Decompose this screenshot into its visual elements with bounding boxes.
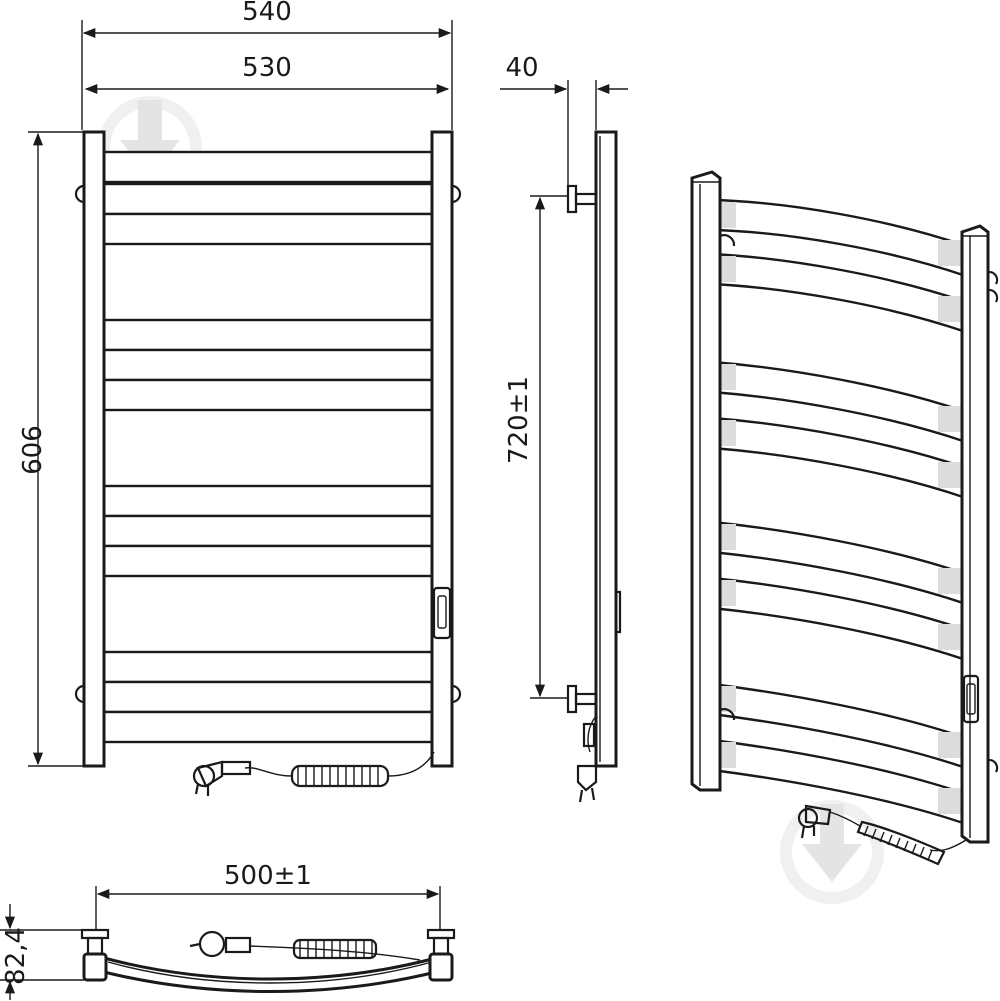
front-right-post bbox=[430, 130, 454, 768]
top-view-right-mount bbox=[426, 928, 456, 982]
dim-label-530: 530 bbox=[242, 53, 292, 83]
watermark-bottom-right bbox=[780, 800, 884, 904]
perspective-left-post bbox=[690, 170, 722, 792]
side-post bbox=[594, 130, 618, 768]
side-mount-bracket-top bbox=[566, 184, 598, 214]
front-crossbars bbox=[102, 150, 434, 744]
top-view-curved-body bbox=[102, 956, 438, 993]
dim-label-909: 909 bbox=[15, 425, 45, 475]
dim-label-540: 540 bbox=[242, 0, 292, 27]
top-view-left-mount bbox=[80, 928, 110, 982]
dim-label-500: 500±1 bbox=[224, 861, 312, 891]
front-view: 540 530 909 bbox=[15, 0, 462, 796]
side-cable bbox=[576, 715, 598, 803]
side-switch bbox=[614, 590, 622, 634]
perspective-cable bbox=[797, 804, 967, 866]
dim-label-720: 720±1 bbox=[504, 376, 534, 464]
power-plug-icon bbox=[192, 760, 224, 796]
front-switch bbox=[432, 586, 452, 640]
dim-label-40: 40 bbox=[505, 53, 538, 83]
top-view-cable bbox=[189, 930, 421, 961]
dim-label-82: 82,4 bbox=[1, 927, 31, 985]
front-left-post bbox=[82, 130, 106, 768]
top-view: 500±1 82,4 bbox=[0, 861, 456, 1000]
perspective-right-post bbox=[960, 224, 990, 844]
perspective-mount-brackets bbox=[719, 234, 999, 773]
perspective-crossbars bbox=[710, 198, 968, 826]
perspective-switch bbox=[962, 674, 980, 724]
perspective-view bbox=[690, 170, 999, 866]
side-mount-bracket-bottom bbox=[566, 684, 598, 714]
side-view: 40 720±1 bbox=[500, 53, 628, 803]
front-mount-brackets bbox=[74, 184, 462, 704]
front-cable bbox=[220, 751, 435, 788]
